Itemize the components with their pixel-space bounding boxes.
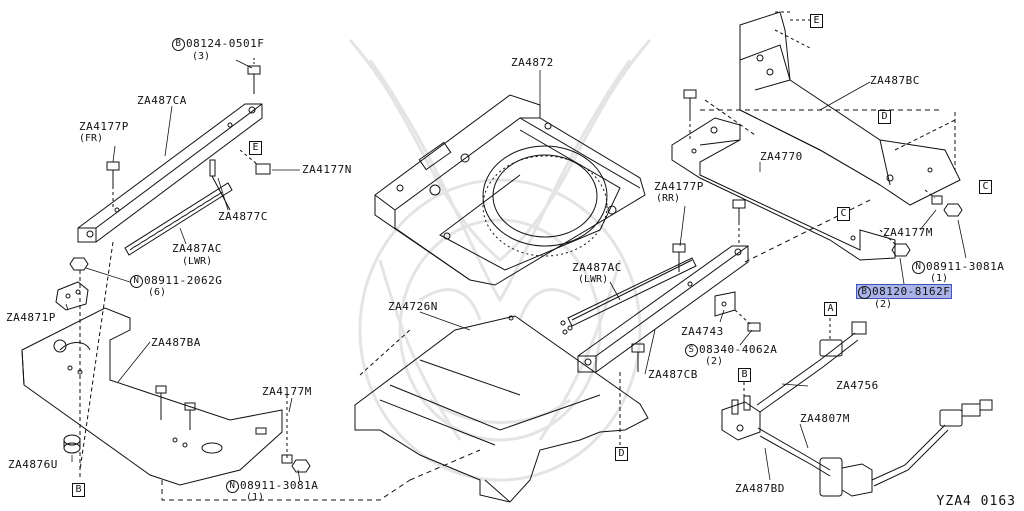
label-za4807m[interactable]: ZA4807M (800, 412, 850, 425)
label-za487bc[interactable]: ZA487BC (870, 74, 920, 87)
label-za4177p-fr[interactable]: ZA4177P (79, 120, 129, 133)
ref-box-b-link: B (738, 368, 751, 382)
label-za4756[interactable]: ZA4756 (836, 379, 879, 392)
label-za487ca[interactable]: ZA487CA (137, 94, 187, 107)
qty-08124-0501f: (3) (192, 51, 211, 62)
bolt-08120[interactable] (879, 229, 911, 257)
ref-box-e-left: E (249, 141, 262, 155)
sub-za487ac-left: (LWR) (182, 256, 213, 267)
label-za487ac-left[interactable]: ZA487AC (172, 242, 222, 255)
bolt-za4177p-rr[interactable] (732, 199, 746, 246)
ref-box-b-left: B (72, 483, 85, 497)
swivel-ring[interactable] (482, 145, 608, 257)
cable-za4807m[interactable] (757, 399, 993, 497)
cover-za4726n[interactable] (354, 315, 649, 503)
ref-box-c-right: C (979, 180, 992, 194)
label-za4177p-rr[interactable]: ZA4177P (654, 180, 704, 193)
label-za4877c[interactable]: ZA4877C (218, 210, 268, 223)
lever-assembly[interactable] (721, 395, 761, 441)
qty-08340-4062a: (2) (705, 356, 724, 367)
bolt-rail-right-1[interactable] (672, 243, 686, 272)
label-za487ac-right[interactable]: ZA487AC (572, 261, 622, 274)
leader-lines (65, 59, 967, 483)
seat-frame-za4872[interactable] (374, 94, 646, 286)
qty-08911-3081a-left: (1) (246, 492, 265, 503)
label-za4872[interactable]: ZA4872 (511, 56, 554, 69)
bracket-za4743[interactable] (714, 291, 736, 317)
label-za487ba[interactable]: ZA487BA (151, 336, 201, 349)
bolt-08124[interactable] (247, 58, 261, 94)
label-za4177n[interactable]: ZA4177N (302, 163, 352, 176)
qty-08120-8162f: (2) (874, 299, 893, 310)
watermark-emblem (348, 39, 652, 482)
bolt-za4770-top[interactable] (683, 89, 697, 140)
bracket-za4871p[interactable] (55, 281, 89, 311)
bolt-base-1[interactable] (155, 385, 167, 420)
label-za487bd[interactable]: ZA487BD (735, 482, 785, 495)
label-za4177m-right[interactable]: ZA4177M (883, 226, 933, 239)
label-za487cb[interactable]: ZA487CB (648, 368, 698, 381)
ref-box-c-mid: C (837, 207, 850, 221)
ref-box-e-top: E (810, 14, 823, 28)
frame-za487ba[interactable] (21, 307, 283, 486)
bolt-za4177p-fr[interactable] (106, 161, 120, 210)
label-za4770[interactable]: ZA4770 (760, 150, 803, 163)
label-za4177m-left[interactable]: ZA4177M (262, 385, 312, 398)
rail-za487cb[interactable] (577, 245, 749, 373)
label-za4871p[interactable]: ZA4871P (6, 311, 56, 324)
collar-za4876u[interactable] (63, 434, 81, 454)
bolt-rail-right-2[interactable] (631, 343, 645, 372)
bolt-08340[interactable] (734, 309, 761, 332)
cable-za4756[interactable] (756, 321, 867, 413)
frame-za487bc[interactable] (739, 11, 961, 206)
diagram-code: YZA4 0163 (936, 494, 1016, 509)
rail-za487ac-left[interactable] (124, 182, 233, 256)
rail-za487ca[interactable] (77, 103, 263, 243)
sub-za4177p-fr: (FR) (79, 133, 104, 144)
label-za4743[interactable]: ZA4743 (681, 325, 724, 338)
nut-08911-2062g[interactable] (69, 257, 89, 271)
label-za4876u[interactable]: ZA4876U (8, 458, 58, 471)
pin-za4877c[interactable] (209, 159, 231, 211)
sub-za4177p-rr: (RR) (656, 193, 681, 204)
ref-box-a: A (824, 302, 837, 316)
rail-za487ac-right[interactable] (560, 257, 697, 335)
label-za4726n[interactable]: ZA4726N (388, 300, 438, 313)
ref-box-d-upper: D (878, 110, 891, 124)
sub-za487ac-right: (LWR) (578, 274, 609, 285)
bolt-za4177m-right[interactable] (924, 189, 963, 217)
bolt-base-2[interactable] (184, 402, 196, 430)
qty-08911-2062g: (6) (148, 287, 167, 298)
bolt-za4177m-left[interactable] (281, 395, 311, 473)
ref-box-d-bottom: D (615, 447, 628, 461)
bolt-za4177n[interactable] (239, 149, 271, 175)
qty-08911-3081a-right: (1) (930, 273, 949, 284)
